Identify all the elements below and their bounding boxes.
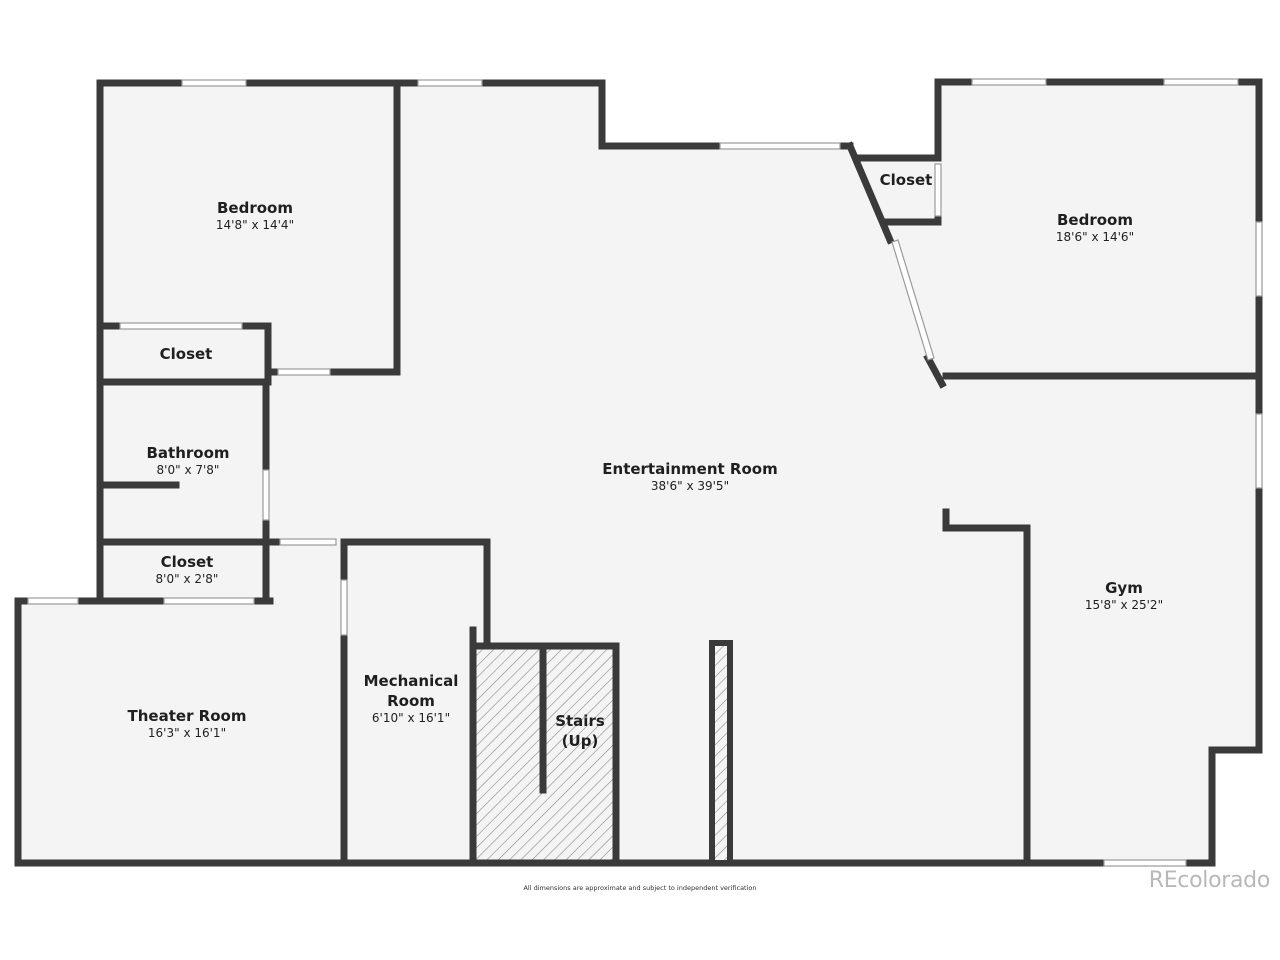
room-dims-theater: 16'3" x 16'1"	[148, 726, 226, 740]
window	[719, 142, 841, 150]
room-dims-gym: 15'8" x 25'2"	[1085, 598, 1163, 612]
window	[934, 163, 942, 217]
room-name-gym: Gym	[1105, 579, 1143, 597]
windows	[27, 78, 1263, 867]
window	[163, 597, 255, 605]
room-name-bedroom-right: Bedroom	[1057, 211, 1133, 229]
floor-area	[18, 82, 1259, 863]
room-name-stairs-line1: Stairs	[555, 712, 605, 730]
room-name-theater: Theater Room	[128, 707, 247, 725]
window	[279, 538, 337, 546]
room-name-closet-mid: Closet	[161, 553, 214, 571]
window	[27, 597, 79, 605]
window	[1103, 859, 1187, 867]
room-name-mechanical-line2: Room	[387, 692, 435, 710]
window	[1255, 221, 1263, 297]
room-name-stairs-line2: (Up)	[562, 732, 599, 750]
room-dims-bedroom-right: 18'6" x 14'6"	[1056, 230, 1134, 244]
room-name-mechanical-line1: Mechanical	[364, 672, 459, 690]
watermark-logo: REcolorado	[1148, 868, 1271, 893]
room-name-closet-left: Closet	[160, 345, 213, 363]
window	[1255, 413, 1263, 489]
room-dims-closet-mid: 8'0" x 2'8"	[156, 572, 219, 586]
window	[119, 322, 243, 330]
room-name-entertainment: Entertainment Room	[602, 460, 777, 478]
window	[262, 469, 270, 521]
window	[971, 78, 1047, 86]
window	[891, 239, 935, 361]
window	[181, 79, 247, 87]
room-name-bedroom-left: Bedroom	[217, 199, 293, 217]
window	[277, 368, 331, 376]
room-name-bathroom: Bathroom	[146, 444, 229, 462]
window	[417, 79, 483, 87]
disclaimer-note: All dimensions are approximate and subje…	[523, 884, 757, 892]
room-dims-bedroom-left: 14'8" x 14'4"	[216, 218, 294, 232]
interior-walls	[96, 79, 1263, 867]
room-dims-entertainment: 38'6" x 39'5"	[651, 479, 729, 493]
window	[340, 579, 348, 636]
window	[1163, 78, 1239, 86]
room-name-closet-right: Closet	[880, 171, 933, 189]
room-dims-bathroom: 8'0" x 7'8"	[157, 463, 220, 477]
room-dims-mechanical: 6'10" x 16'1"	[372, 711, 450, 725]
